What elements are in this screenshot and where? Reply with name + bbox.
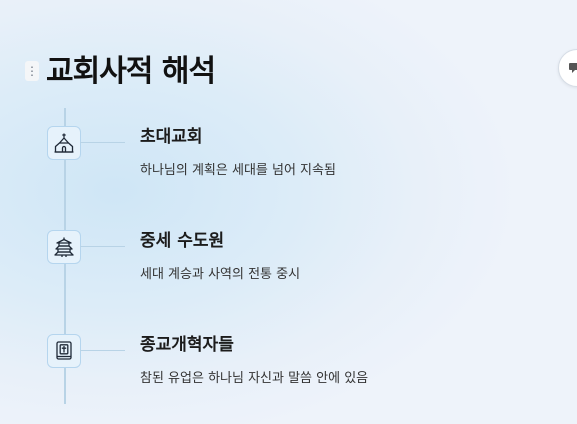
- timeline-item: 중세 수도원 세대 계승과 사역의 전통 중시: [0, 230, 577, 320]
- timeline-item: 종교개혁자들 참된 유업은 하나님 자신과 말씀 안에 있음: [0, 334, 577, 424]
- timeline-item-title: 종교개혁자들: [140, 335, 234, 355]
- timeline-item-title: 초대교회: [140, 127, 203, 147]
- pagoda-icon: [54, 237, 74, 257]
- timeline-connector: [80, 142, 125, 143]
- drag-handle[interactable]: ⋮: [25, 61, 39, 81]
- timeline-item-description: 하나님의 계획은 세대를 넘어 지속됨: [140, 163, 336, 178]
- timeline-icon-box: [47, 334, 81, 368]
- timeline-connector: [80, 246, 125, 247]
- timeline-connector: [80, 350, 125, 351]
- timeline-item-title: 중세 수도원: [140, 231, 225, 251]
- church-icon: [54, 133, 74, 153]
- bible-icon: [56, 341, 72, 360]
- timeline-icon-box: [47, 230, 81, 264]
- timeline-item: 초대교회 하나님의 계획은 세대를 넘어 지속됨: [0, 126, 577, 216]
- page-title: 교회사적 해석: [46, 54, 216, 89]
- timeline-item-description: 참된 유업은 하나님 자신과 말씀 안에 있음: [140, 371, 369, 386]
- chat-button[interactable]: [558, 49, 577, 87]
- timeline-icon-box: [47, 126, 81, 160]
- speech-bubble-icon: [569, 63, 577, 73]
- timeline-item-description: 세대 계승과 사역의 전통 중시: [140, 267, 301, 282]
